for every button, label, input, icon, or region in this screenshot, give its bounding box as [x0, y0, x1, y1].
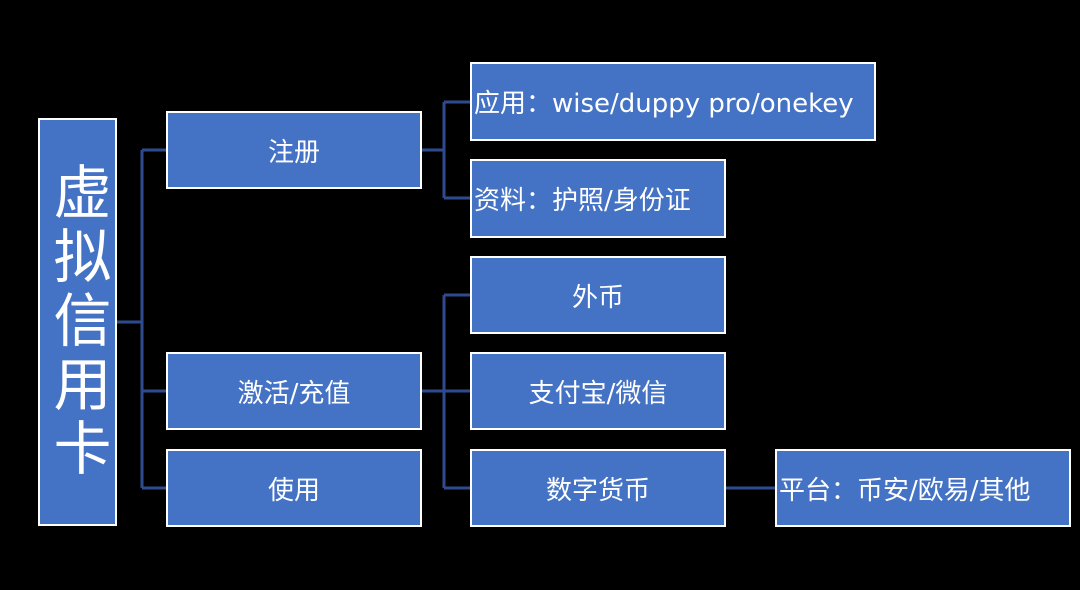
node-usage-label: 使用	[267, 475, 320, 506]
node-app-label: 应用：wise/duppy pro/onekey	[474, 89, 854, 119]
root-node-label: 虚拟信用卡	[43, 162, 112, 482]
node-activate-recharge: 激活/充值	[166, 352, 422, 430]
node-documents-label: 资料：护照/身份证	[474, 186, 691, 216]
node-crypto-label: 数字货币	[545, 475, 650, 506]
node-platform: 平台：币安/欧易/其他	[775, 449, 1071, 527]
node-foreign-currency-label: 外币	[571, 282, 624, 313]
connector-root-to-level1	[116, 148, 166, 490]
node-usage: 使用	[166, 449, 422, 527]
node-activate-recharge-label: 激活/充值	[237, 378, 351, 409]
node-platform-label: 平台：币安/欧易/其他	[779, 475, 1031, 506]
node-alipay-wechat: 支付宝/微信	[470, 352, 726, 430]
node-register-label: 注册	[267, 137, 320, 168]
node-foreign-currency: 外币	[470, 256, 726, 334]
node-alipay-wechat-label: 支付宝/微信	[528, 378, 668, 409]
node-crypto: 数字货币	[470, 449, 726, 527]
node-app: 应用：wise/duppy pro/onekey	[470, 62, 876, 141]
node-documents: 资料：护照/身份证	[470, 159, 726, 238]
connector-activate-to-children	[421, 293, 470, 490]
root-node: 虚拟信用卡	[38, 118, 117, 526]
node-register: 注册	[166, 111, 422, 189]
connector-register-to-children	[421, 100, 470, 200]
